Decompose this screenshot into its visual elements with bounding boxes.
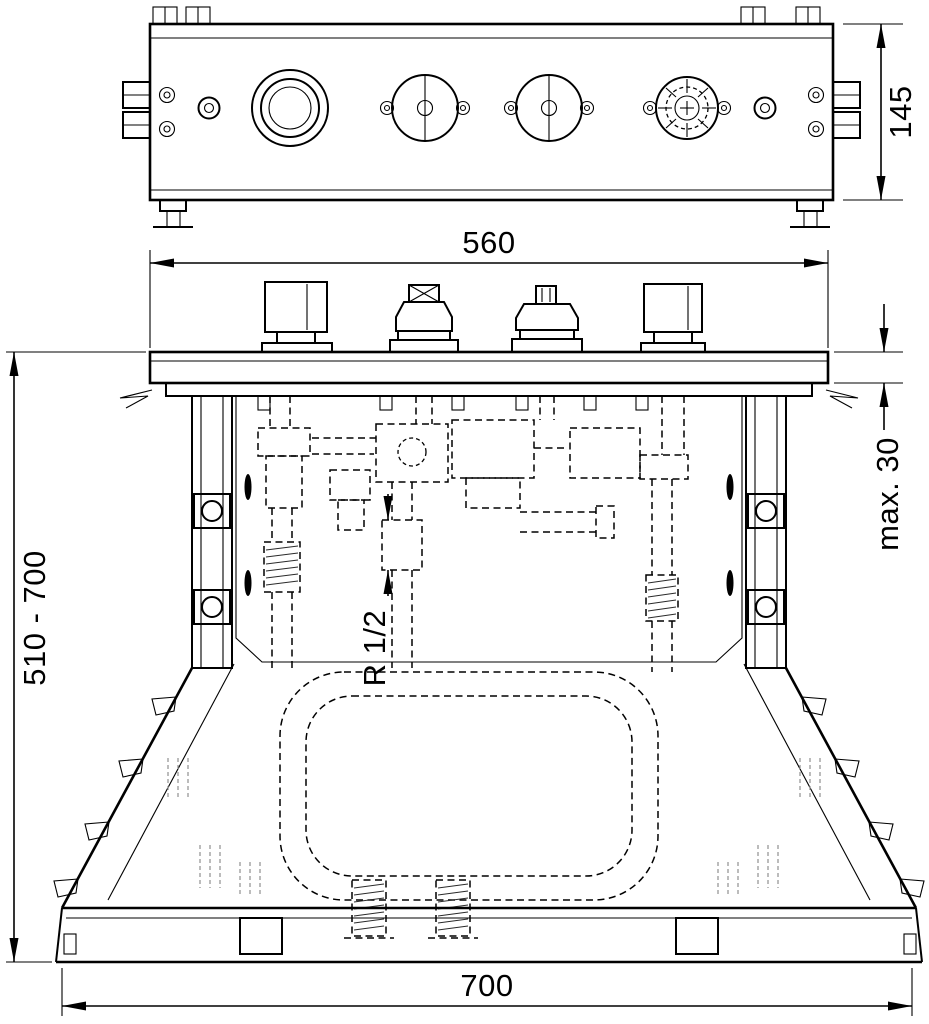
base-band — [55, 906, 923, 964]
support-rail-right — [745, 395, 787, 669]
dim-510-700-label: 510 - 700 — [17, 550, 52, 686]
fixing-hole-right — [753, 96, 777, 120]
dimension-unit-width: 560 — [149, 225, 829, 348]
dimension-installation-height: 510 - 700 — [6, 351, 146, 963]
deck-valve-4 — [640, 283, 706, 353]
hidden-piping — [257, 396, 689, 939]
housing-screw-holes — [158, 86, 825, 138]
adjustable-feet — [153, 199, 830, 228]
installation-view: R 1/2 — [53, 281, 925, 964]
dim-560-label: 560 — [462, 225, 515, 260]
dim-700-label: 700 — [460, 968, 513, 1003]
deck-valve-2 — [389, 284, 459, 353]
deck-valve-3 — [511, 285, 583, 353]
apron-corrugation-texture — [167, 758, 821, 896]
dimension-unit-height: 145 — [843, 23, 918, 201]
deck-valve-1 — [261, 281, 333, 353]
shutoff-valve-left — [379, 74, 471, 142]
front-view-basic-unit — [122, 6, 861, 228]
dim-max30-label: max. 30 — [870, 437, 905, 551]
dim-145-label: 145 — [883, 85, 918, 138]
fixing-hole-left — [197, 96, 221, 120]
support-rail-left — [191, 395, 233, 669]
back-panel — [235, 396, 743, 663]
apron-skirt — [53, 663, 925, 909]
dimension-connection-thread: R 1/2 — [357, 494, 393, 687]
thermostat-cartridge-port — [642, 76, 732, 140]
dimension-base-width: 700 — [61, 968, 913, 1016]
spout-connection-port — [251, 69, 329, 147]
mounting-bracket-tabs — [152, 6, 821, 25]
shutoff-valve-right — [503, 74, 595, 142]
deck-plate — [119, 350, 859, 411]
dim-r12-label: R 1/2 — [357, 610, 392, 687]
dimension-deck-thickness: max. 30 — [834, 304, 905, 551]
side-connection-ports — [122, 81, 861, 139]
